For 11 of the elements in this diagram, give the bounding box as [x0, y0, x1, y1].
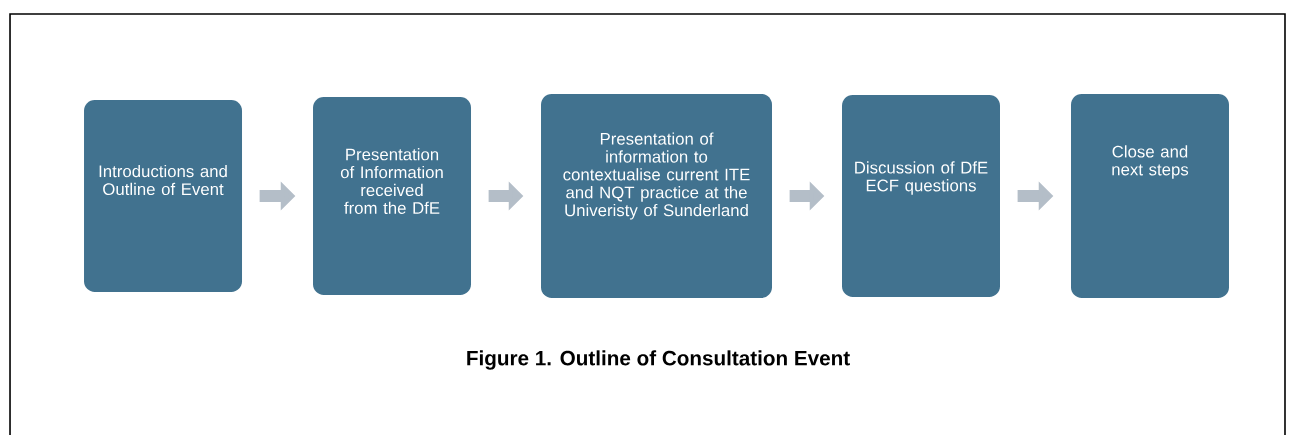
- process-box: [541, 94, 772, 298]
- process-box: [84, 100, 242, 292]
- process-box: [842, 95, 1000, 297]
- process-box: [313, 97, 471, 295]
- box-text: Introductions and Outline of Event: [99, 164, 227, 196]
- box-text: Presentation of information to contextualise current ITE and NQT practice at the Univeristy of Sunderland: [563, 132, 750, 220]
- box-text: Discussion of DfE ECF questions: [855, 161, 988, 195]
- box-text: Close and next steps: [1112, 145, 1189, 179]
- caption: Figure 1. Outline of Consultation Event: [467, 350, 850, 370]
- process-box: [1071, 94, 1229, 298]
- box-text: Presentation of Information received from the DfE: [340, 148, 443, 214]
